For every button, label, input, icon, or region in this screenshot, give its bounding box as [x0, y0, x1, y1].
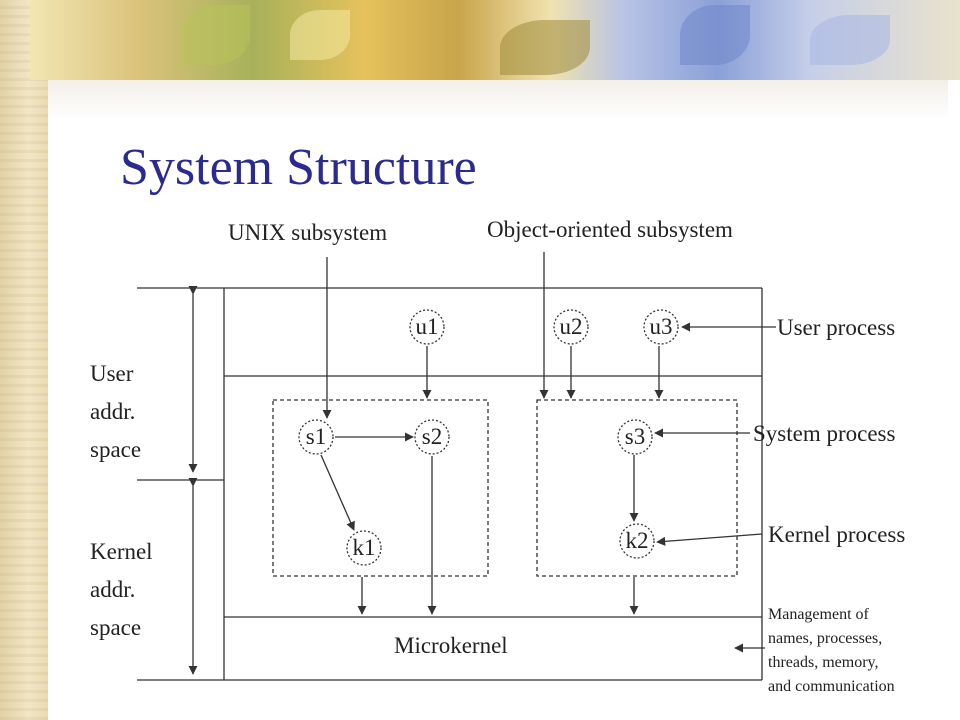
- node-k1: k1: [352, 535, 376, 560]
- node-u3-circle: [643, 309, 679, 345]
- banner-shadow: [48, 80, 948, 120]
- node-u2: u2: [559, 314, 583, 339]
- kernel-addr-line-2: addr.: [90, 577, 136, 602]
- node-s2: s2: [421, 424, 443, 449]
- user-addr-line-3: space: [90, 437, 142, 462]
- microkernel-label: Microkernel: [394, 633, 508, 658]
- management-line-1: Management of: [768, 606, 869, 623]
- kernel-addr-line-1: Kernel: [90, 539, 153, 564]
- node-s3: s3: [624, 424, 646, 449]
- kernel-addr-space-label: Kernel addr. space: [90, 533, 153, 647]
- page-title: System Structure: [120, 139, 477, 196]
- node-k1-circle: [346, 530, 382, 566]
- kernel-process-label: Kernel process: [768, 522, 906, 547]
- node-u2-circle: [553, 309, 589, 345]
- management-label: Management of names, processes, threads,…: [768, 603, 895, 699]
- node-u1: u1: [415, 314, 439, 339]
- node-s2-circle: [414, 419, 450, 455]
- node-s3-circle: [617, 419, 653, 455]
- node-u3: u3: [649, 314, 673, 339]
- user-process-label: User process: [777, 315, 896, 340]
- system-process-label: System process: [753, 421, 896, 446]
- user-addr-line-1: User: [90, 361, 134, 386]
- unix-subsystem-label: UNIX subsystem: [228, 220, 388, 245]
- management-line-3: threads, memory,: [768, 654, 879, 671]
- background-texture-strip: [0, 0, 48, 720]
- node-s1: s1: [305, 424, 327, 449]
- s1-to-k1-arrow: [320, 454, 355, 531]
- management-line-4: and communication: [768, 678, 895, 695]
- oo-subsystem-label: Object-oriented subsystem: [487, 217, 733, 242]
- node-u1-circle: [409, 309, 445, 345]
- user-addr-space-label: User addr. space: [90, 355, 141, 469]
- oo-subsystem-box: [536, 399, 738, 577]
- unix-subsystem-box: [272, 399, 489, 577]
- kernel-process-arrow: [656, 533, 763, 546]
- kernel-addr-line-3: space: [90, 615, 142, 640]
- node-k2-circle: [619, 523, 655, 559]
- node-k2: k2: [625, 528, 649, 553]
- management-line-2: names, processes,: [768, 630, 883, 647]
- user-addr-line-2: addr.: [90, 399, 136, 424]
- node-s1-circle: [298, 419, 334, 455]
- decorative-banner: [30, 0, 960, 80]
